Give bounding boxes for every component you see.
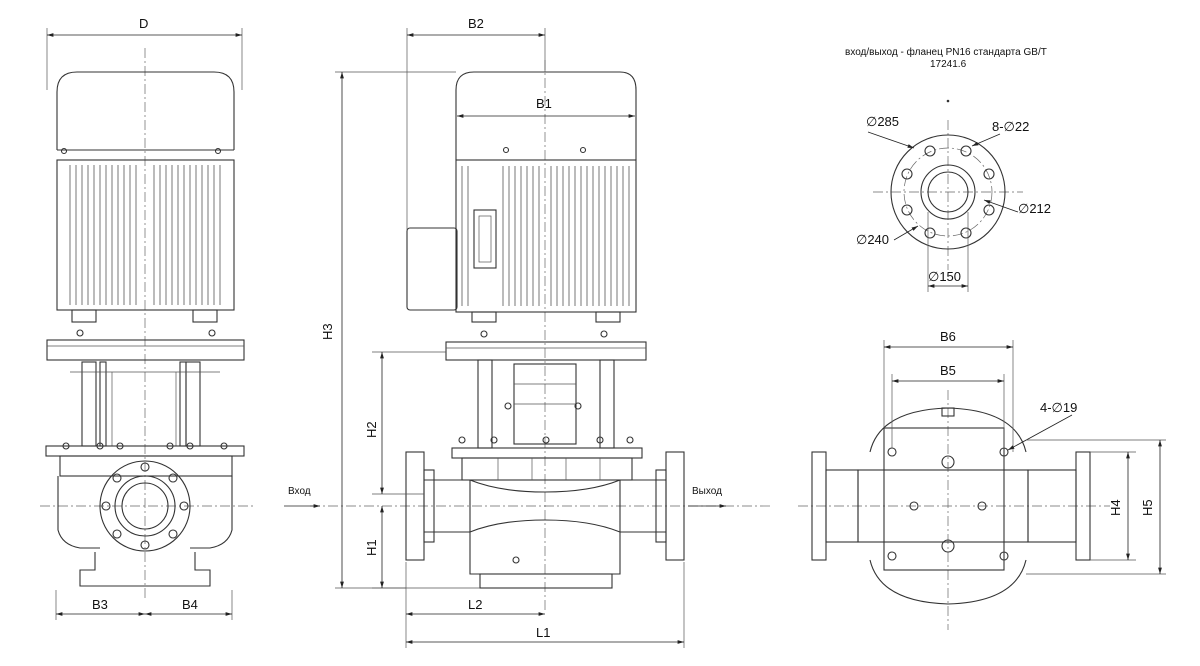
base-holes-label: 4-∅19: [1040, 400, 1077, 415]
front-motor-fins: [69, 165, 221, 305]
dim-L2-label: L2: [468, 597, 482, 612]
dim-D-label: D: [139, 16, 148, 31]
flange-holes-label: 8-∅22: [992, 119, 1029, 134]
dim-B5-label: B5: [940, 363, 956, 378]
dim-H2-label: H2: [364, 421, 379, 438]
top-dimensions: B6 B5 4-∅19 H4 H5: [883, 329, 1166, 575]
dim-H1-label: H1: [364, 539, 379, 556]
dim-B6-label: B6: [940, 329, 956, 344]
flange-d240-label: ∅240: [856, 232, 889, 247]
dim-H5-label: H5: [1140, 499, 1155, 516]
dim-B2-label: B2: [468, 16, 484, 31]
front-view: [40, 48, 255, 600]
flange-d285-label: ∅285: [866, 114, 899, 129]
side-dimensions: B2 B1 H3 H2 H1 L2 L1 Вход Выход: [284, 16, 726, 648]
side-motor-fins: [461, 166, 630, 306]
side-view: [310, 60, 770, 610]
dim-L1-label: L1: [536, 625, 550, 640]
dim-B1-label: B1: [536, 96, 552, 111]
flange-note-line1: вход/выход - фланец PN16 стандарта GB/T: [845, 46, 1047, 58]
dim-B4-label: B4: [182, 597, 198, 612]
flange-detail: вход/выход - фланец PN16 стандарта GB/T …: [845, 46, 1051, 292]
front-dimensions: D B3 B4: [46, 16, 243, 620]
dim-B3-label: B3: [92, 597, 108, 612]
flange-d212-label: ∅212: [1018, 201, 1051, 216]
flange-d150-label: ∅150: [928, 269, 961, 284]
inlet-label: Вход: [288, 486, 311, 497]
dim-H3-label: H3: [320, 323, 335, 340]
dim-H4-label: H4: [1108, 499, 1123, 516]
flange-note-line2: 17241.6: [930, 59, 967, 70]
top-view: [798, 390, 1110, 630]
outlet-label: Выход: [692, 486, 722, 497]
